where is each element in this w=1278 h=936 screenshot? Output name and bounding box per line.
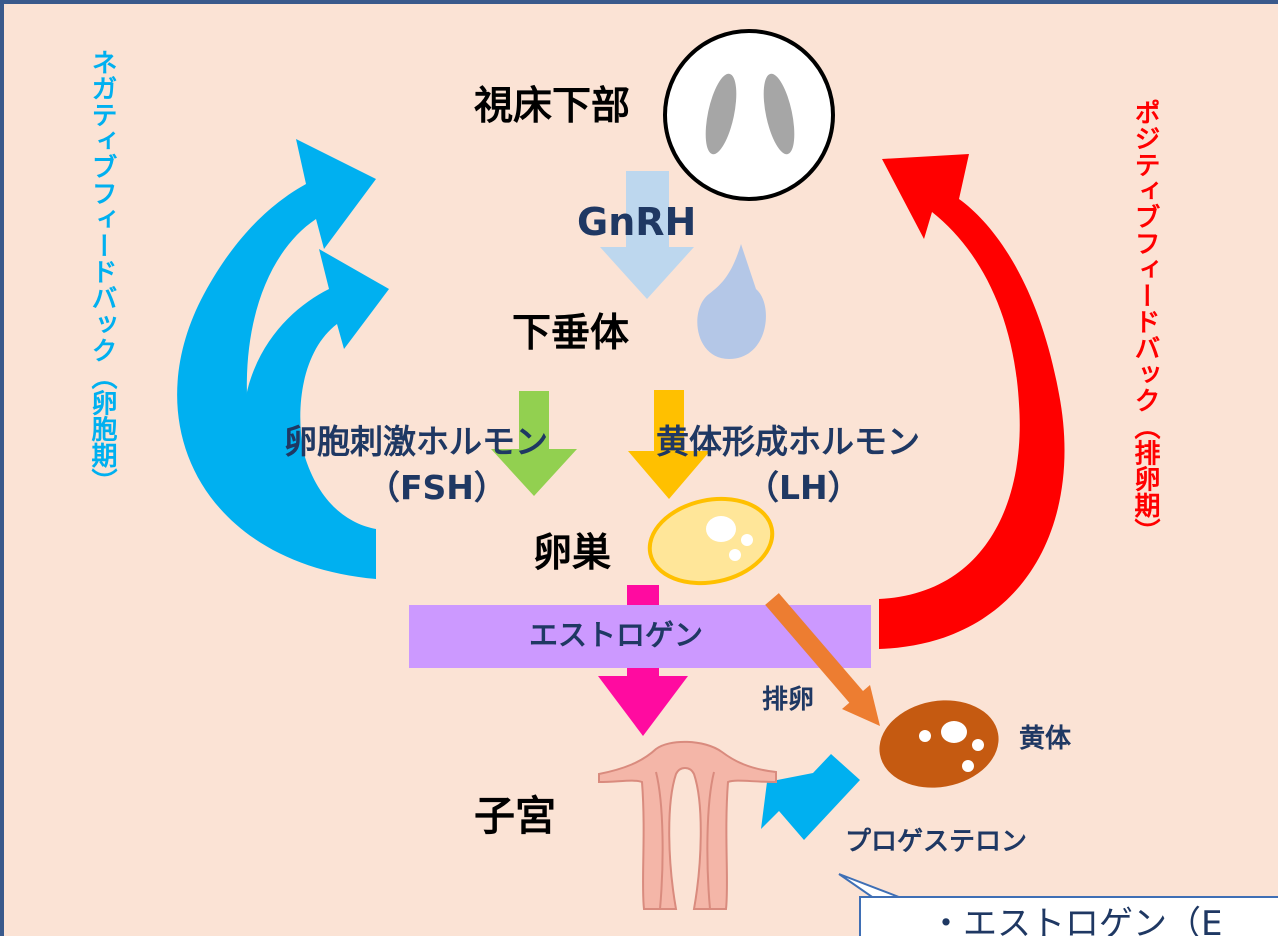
ovary-label: 卵巣 xyxy=(533,531,612,576)
ovulation-label: 排卵 xyxy=(762,685,815,715)
callout-text: ・エストロゲン（E xyxy=(929,904,1223,936)
ovary-icon xyxy=(647,496,775,586)
estrogen-label: エストロゲン xyxy=(529,618,704,652)
diagram-graphics xyxy=(177,29,1065,921)
pituitary-icon xyxy=(697,244,766,359)
hypothalamus-icon xyxy=(663,29,835,201)
positive-feedback-label: ポジティブフィードバック（排卵期） xyxy=(1130,99,1160,545)
uterus-icon xyxy=(598,740,777,910)
negative-feedback-arrow xyxy=(177,139,389,579)
lh-name-label: 黄体形成ホルモン xyxy=(656,422,920,461)
progesterone-label: プロゲステロン xyxy=(845,827,1028,857)
fsh-arrow xyxy=(491,391,577,496)
lh-abbr-label: （LH） xyxy=(746,468,861,507)
gnrh-label: GnRH xyxy=(577,200,697,244)
hypothalamus-label: 視床下部 xyxy=(474,84,631,129)
gnrh-arrow xyxy=(600,171,694,299)
corpus-luteum-label: 黄体 xyxy=(1019,724,1072,754)
pituitary-label: 下垂体 xyxy=(512,311,630,356)
progesterone-arrow xyxy=(761,754,860,840)
fsh-name-label: 卵胞刺激ホルモン xyxy=(284,422,548,461)
ovulation-arrow xyxy=(765,593,880,726)
positive-feedback-arrow xyxy=(879,154,1065,649)
fsh-abbr-label: （FSH） xyxy=(367,468,507,507)
lh-arrow xyxy=(628,390,710,499)
negative-feedback-label: ネガティブフィードバック（卵胞期） xyxy=(87,49,117,495)
uterus-label: 子宮 xyxy=(474,792,556,840)
callout-box xyxy=(859,896,1278,936)
corpus-luteum-icon xyxy=(879,700,999,788)
